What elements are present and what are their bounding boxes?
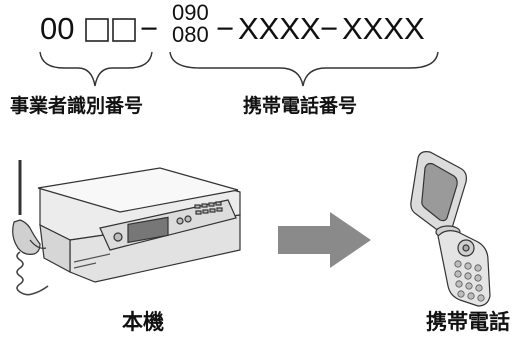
- digit-placeholder-box-2: [112, 18, 136, 42]
- mobile-phone-label: 携帯電話: [426, 310, 510, 334]
- digit-placeholder-box-1: [85, 18, 109, 42]
- number-group-2: XXXX: [342, 11, 425, 46]
- mobile-number-brace: [169, 51, 439, 87]
- number-lower-code: 080: [172, 22, 209, 47]
- number-dash-1: −: [140, 11, 159, 46]
- main-unit-label: 本機: [122, 310, 164, 334]
- carrier-id-label: 事業者識別番号: [10, 95, 144, 117]
- fax-machine-icon: [12, 160, 241, 296]
- number-upper-code: 090: [172, 0, 209, 25]
- number-prefix: 00: [40, 11, 75, 46]
- carrier-id-brace: [39, 51, 153, 87]
- mobile-number-label: 携帯電話番号: [243, 95, 358, 117]
- right-arrow-icon: [278, 212, 371, 268]
- number-group-1: XXXX: [238, 11, 321, 46]
- flip-phone-icon: [410, 151, 491, 307]
- number-dash-2: −: [216, 11, 235, 46]
- number-dash-3: −: [320, 11, 339, 46]
